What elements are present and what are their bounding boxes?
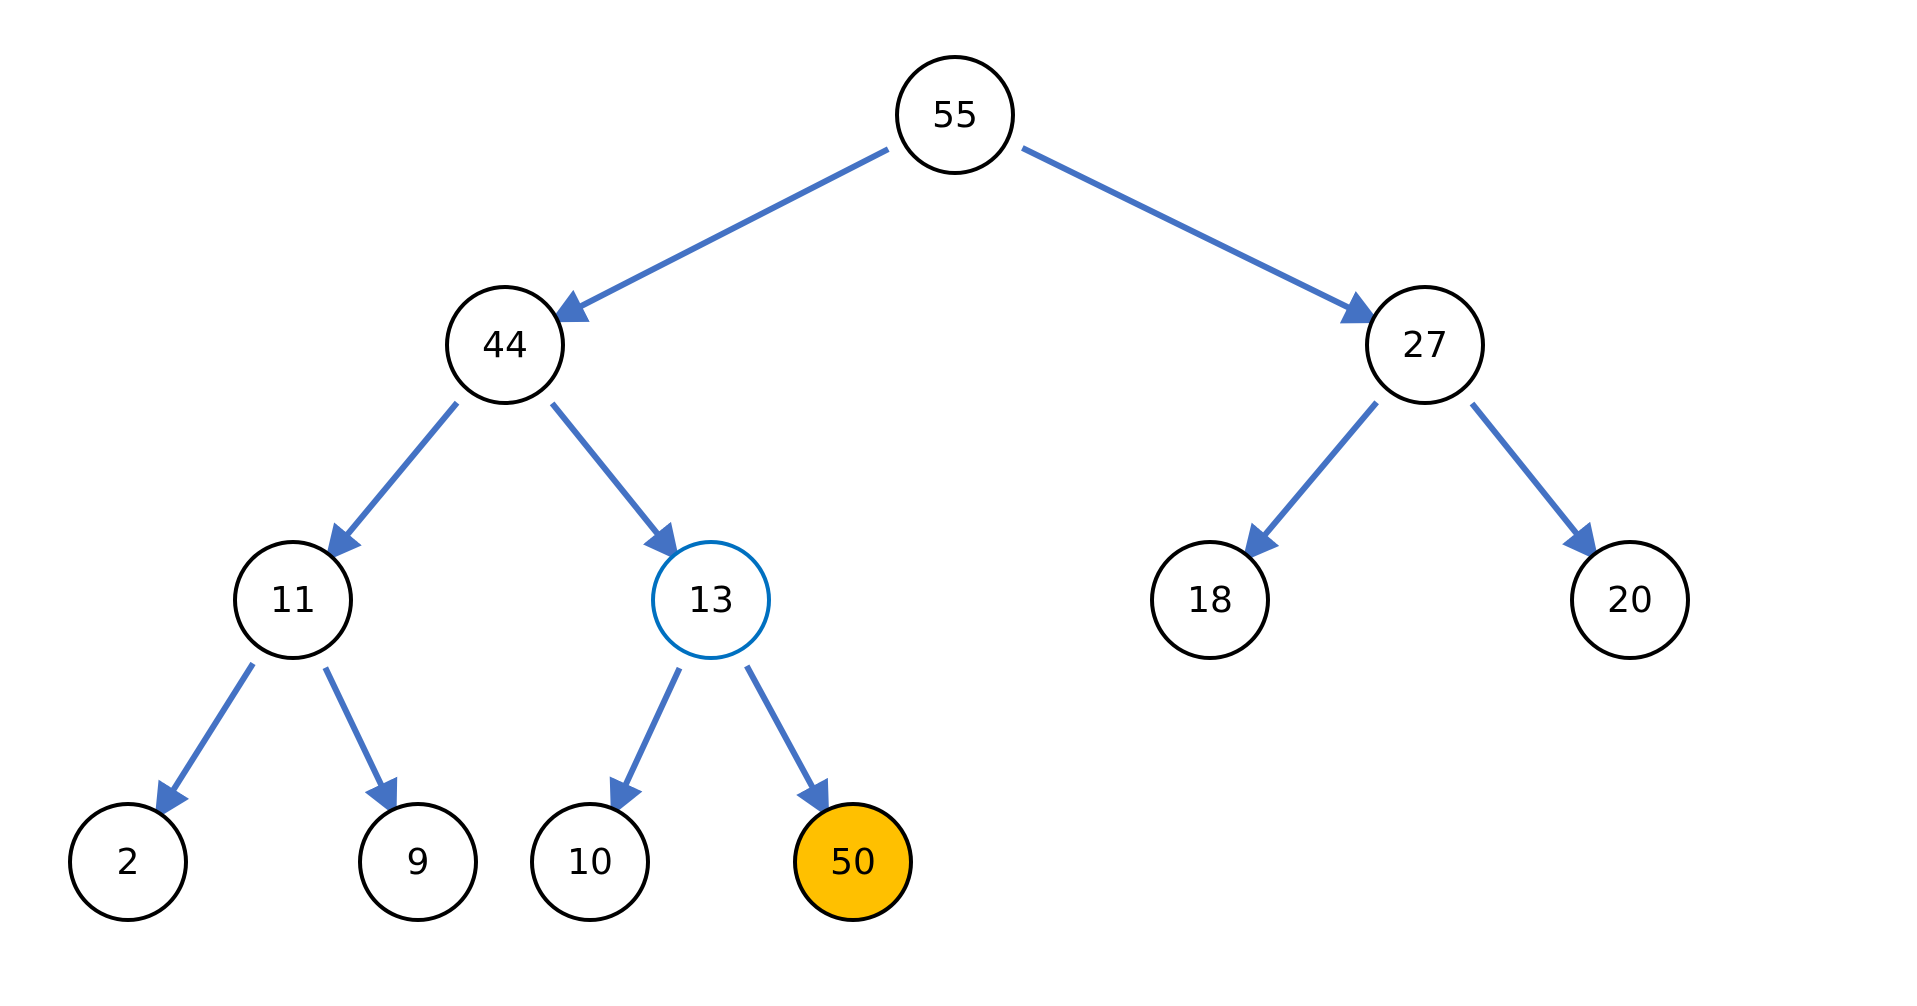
edge-arrow <box>1469 401 1599 562</box>
tree-node: 9 <box>358 802 478 922</box>
tree-node: 10 <box>530 802 650 922</box>
edge-arrow <box>549 146 890 323</box>
edge-arrow <box>1242 400 1379 562</box>
edge-arrow <box>154 661 256 820</box>
tree-node: 2 <box>68 802 188 922</box>
tree-node: 55 <box>895 55 1015 175</box>
edge-arrow <box>744 664 830 819</box>
tree-node: 27 <box>1365 285 1485 405</box>
tree-node: 44 <box>445 285 565 405</box>
tree-node-inserted: 50 <box>793 802 913 922</box>
tree-node: 20 <box>1570 540 1690 660</box>
edge-arrow <box>324 400 460 562</box>
edge-arrow <box>549 401 680 562</box>
edge-arrow <box>322 666 398 817</box>
edge-arrow <box>1021 145 1381 324</box>
tree-node-current: 13 <box>651 540 771 660</box>
edge-arrow <box>609 666 683 817</box>
tree-node: 11 <box>233 540 353 660</box>
tree-node: 18 <box>1150 540 1270 660</box>
